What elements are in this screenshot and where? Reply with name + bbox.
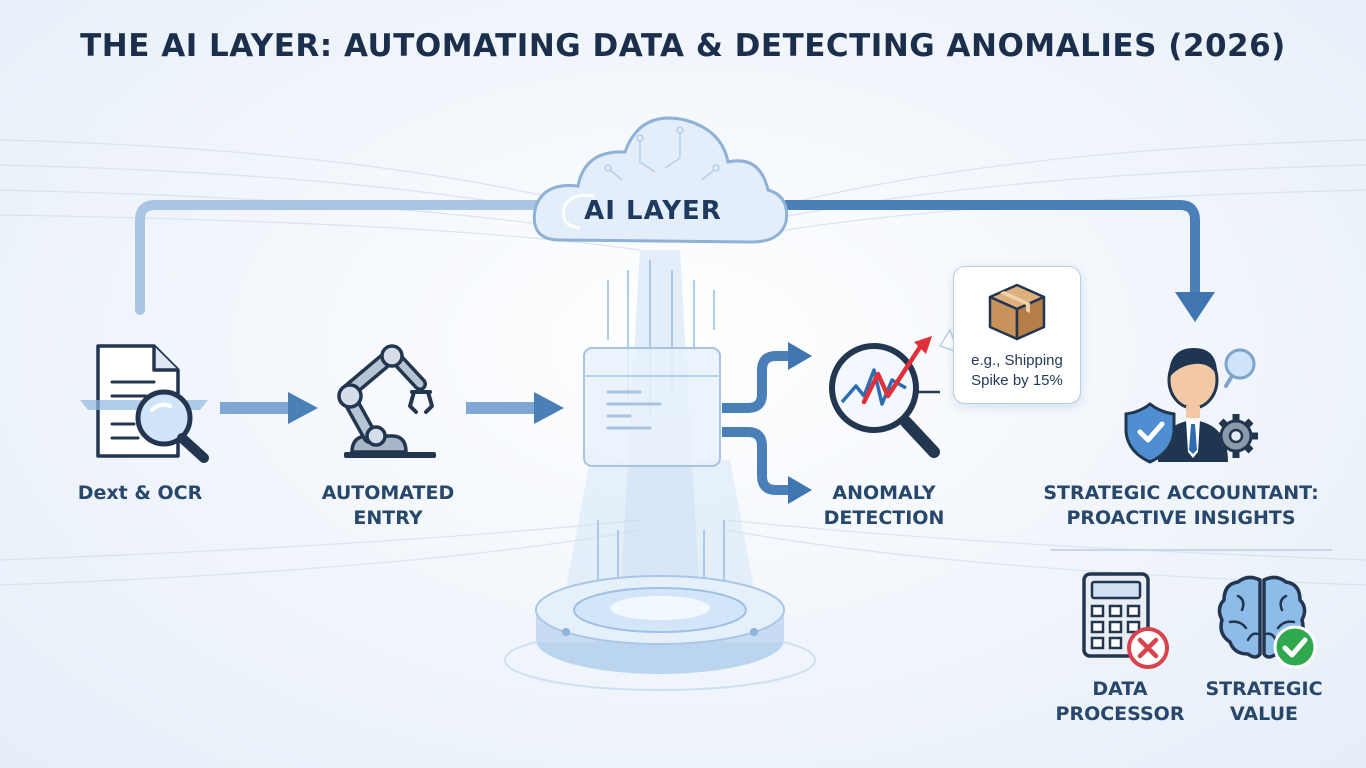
role-label-strategic: STRATEGIC VALUE: [1205, 678, 1323, 725]
step-label-anomaly: ANOMALY DETECTION: [823, 482, 945, 529]
accountant-icon: [1124, 348, 1258, 464]
section-divider: [1050, 549, 1332, 551]
top-loop-connector: [135, 200, 1215, 322]
package-box-icon: [988, 283, 1046, 341]
callout-text: e.g., Shipping Spike by 15%: [971, 352, 1063, 389]
step-label-entry: AUTOMATED ENTRY: [321, 482, 455, 529]
document-magnifier-icon: [80, 344, 209, 463]
arrow-ocr-to-entry: [220, 392, 318, 424]
step-label-accountant: STRATEGIC ACCOUNTANT: PROACTIVE INSIGHTS: [1043, 482, 1319, 529]
approve-check-icon: [1273, 625, 1317, 669]
branch-arrows: [722, 342, 812, 504]
anomaly-callout: e.g., Shipping Spike by 15%: [953, 266, 1081, 404]
step-label-ocr: Dext & OCR: [77, 482, 203, 504]
chart-magnifier-icon: [829, 336, 940, 458]
robotic-arm-icon: [337, 344, 436, 458]
ai-core: [504, 116, 816, 691]
cloud-label: AI LAYER: [584, 196, 722, 226]
reject-cross-icon: [1127, 627, 1169, 669]
role-label-processor: DATA PROCESSOR: [1055, 678, 1185, 725]
page-title: THE AI LAYER: AUTOMATING DATA & DETECTIN…: [80, 28, 1286, 64]
arrow-entry-to-core: [466, 392, 564, 424]
